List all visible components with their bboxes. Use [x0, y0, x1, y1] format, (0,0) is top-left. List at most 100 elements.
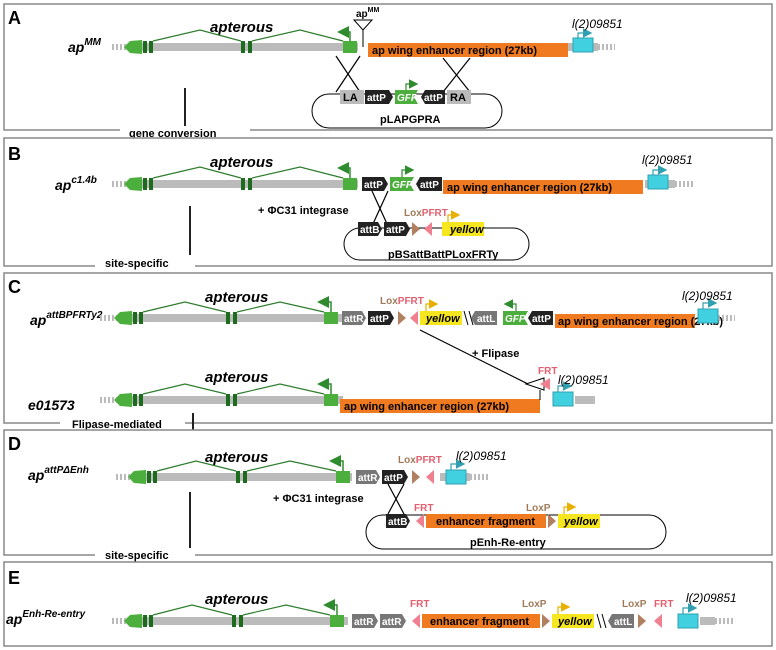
panel-b-plasmid-name: pBSattBattPLoxFRTy — [388, 249, 499, 261]
svg-text:GFP: GFP — [505, 314, 526, 325]
svg-text:attP: attP — [532, 314, 551, 325]
panel-d-integrase: + ΦC31 integrase — [273, 493, 364, 505]
panel-d-plasmid-loxp: LoxP — [526, 503, 551, 514]
panel-b-enhancer-label: ap wing enhancer region (27kb) — [447, 182, 612, 194]
panel-e-loxp: LoxP — [522, 599, 547, 610]
panel-a-enhancer-label: ap wing enhancer region (27kb) — [372, 45, 537, 57]
svg-text:GFP: GFP — [392, 180, 413, 191]
panel-d-plasmid-frt: FRT — [414, 503, 433, 514]
panel-c-enhancer-label-2: ap wing enhancer region (27kb) — [344, 401, 509, 413]
svg-text:yellow: yellow — [557, 616, 593, 628]
svg-text:attL: attL — [614, 617, 632, 628]
panel-b-gene-name: apterous — [210, 154, 273, 171]
svg-text:attB: attB — [388, 517, 407, 528]
panel-b-plasmid-loop — [343, 227, 530, 261]
panel-d-label: D — [8, 434, 21, 454]
panel-a-gene-name: apterous — [210, 19, 273, 36]
svg-text:attP: attP — [367, 93, 386, 104]
panel-d-allele: apattPΔEnh — [28, 465, 89, 483]
svg-text:yellow: yellow — [425, 313, 461, 325]
panel-b-attp-cassette: attP GFP attP — [362, 165, 442, 191]
panel-c-enhancer-bar-2 — [340, 399, 540, 413]
panel-c-gene-name: apterous — [205, 289, 268, 306]
panel-a-insertion-triangle: apMM — [352, 7, 380, 47]
panel-d-crossover — [387, 483, 405, 515]
panel-d-lox-label: LoxPFRT — [398, 455, 442, 466]
svg-text:yellow: yellow — [449, 224, 485, 236]
panel-c-lox-label: LoxPFRT — [380, 296, 424, 307]
svg-text:attP: attP — [420, 180, 439, 191]
panel-c-enhancer-label: ap wing enhancer region (27kb) — [558, 316, 723, 328]
svg-text:LA: LA — [343, 92, 358, 104]
svg-text:attP: attP — [424, 93, 443, 104]
panel-a-allele: apMM — [68, 37, 102, 55]
svg-text:GFP: GFP — [397, 93, 418, 104]
svg-text:attR: attR — [382, 617, 402, 628]
svg-text:attP: attP — [370, 314, 389, 325]
panel-c-frt2: FRT — [538, 366, 557, 377]
panel-a-label: A — [8, 8, 21, 28]
panel-a-enhancer-bar — [368, 43, 568, 57]
panel-e-l2-label: l(2)09851 — [686, 591, 737, 605]
panel-e-label: E — [8, 568, 20, 588]
panel-e-gene-exons — [124, 599, 344, 628]
svg-text:attL: attL — [477, 314, 495, 325]
panel-c-gene-exons — [114, 296, 338, 325]
svg-text:enhancer fragment: enhancer fragment — [430, 616, 529, 628]
panel-a — [3, 3, 773, 131]
panel-e-allele: apEnh-Re-entry — [6, 609, 86, 627]
panel-d-gene-exons — [128, 455, 350, 484]
panel-c-allele: apattBPFRTy2 — [30, 310, 103, 328]
panel-b-allele: apc1.4b — [55, 175, 97, 193]
panel-e-l2-gene — [677, 613, 699, 629]
panel-c-cassette: attR attP yellow attL GFP attP — [342, 299, 553, 326]
panel-c-gene-name-2: apterous — [205, 369, 268, 386]
panel-c-gene-exons-2 — [114, 378, 338, 407]
panel-c-l2-gene-2 — [552, 391, 574, 407]
svg-text:attR: attR — [358, 473, 378, 484]
svg-text:yellow: yellow — [563, 516, 599, 528]
panel-e-frt: FRT — [410, 599, 429, 610]
panel-b-crossover — [371, 190, 389, 227]
panel-c-chromosome-2 — [100, 396, 595, 404]
panel-e — [3, 561, 773, 647]
panel-d-gene-name: apterous — [205, 449, 268, 466]
panel-d-l2-gene — [445, 469, 467, 485]
panel-a-top-label: apMM — [356, 7, 380, 20]
panel-d-plasmid-elements: attB enhancer fragment yellow — [386, 502, 600, 528]
panel-c-label: C — [8, 277, 21, 297]
panel-a-plasmid-elements: LA attP GFP attP RA — [340, 79, 471, 104]
panel-c-flipase-line — [419, 329, 531, 386]
panel-a-crossover-lines — [335, 55, 471, 93]
panel-b-l2-label: l(2)09851 — [642, 153, 693, 167]
panel-c-flipase-label: + Flipase — [472, 348, 519, 360]
svg-text:attP: attP — [364, 180, 383, 191]
step-ab-label: gene conversion — [129, 128, 217, 140]
panel-c-allele2: e01573 — [28, 397, 75, 413]
panel-b-plasmid-elements: attB attP yellow — [358, 210, 485, 236]
panel-d-l2-label: l(2)09851 — [456, 449, 507, 463]
step-de-label-1: site-specific — [105, 550, 169, 562]
panel-b-enhancer-bar — [443, 180, 643, 194]
panel-a-gene-exons — [124, 26, 357, 54]
panel-b-label: B — [8, 144, 21, 164]
step-cd-label-1: Flipase-mediated — [72, 419, 162, 431]
panel-d — [3, 429, 773, 556]
panel-b-l2-gene — [647, 174, 669, 190]
step-ab-bg — [120, 126, 250, 140]
panel-c-l2-gene — [697, 308, 719, 324]
panel-e-gene-name: apterous — [205, 591, 268, 608]
svg-text:attR: attR — [344, 314, 364, 325]
svg-text:attR: attR — [354, 617, 374, 628]
panel-b-lox-label: LoxPFRT — [404, 208, 448, 219]
panel-e-frt2: FRT — [654, 599, 673, 610]
step-bc-label-1: site-specific — [105, 258, 169, 270]
panel-a-l2-label: l(2)09851 — [572, 17, 623, 31]
panel-b — [3, 137, 773, 267]
panel-a-plasmid-name: pLAPGPRA — [380, 114, 441, 126]
panel-a-l2-gene — [572, 37, 594, 53]
panel-e-cassette: attR attR enhancer fragment yellow attL — [352, 602, 662, 629]
panel-e-loxp2: LoxP — [622, 599, 647, 610]
